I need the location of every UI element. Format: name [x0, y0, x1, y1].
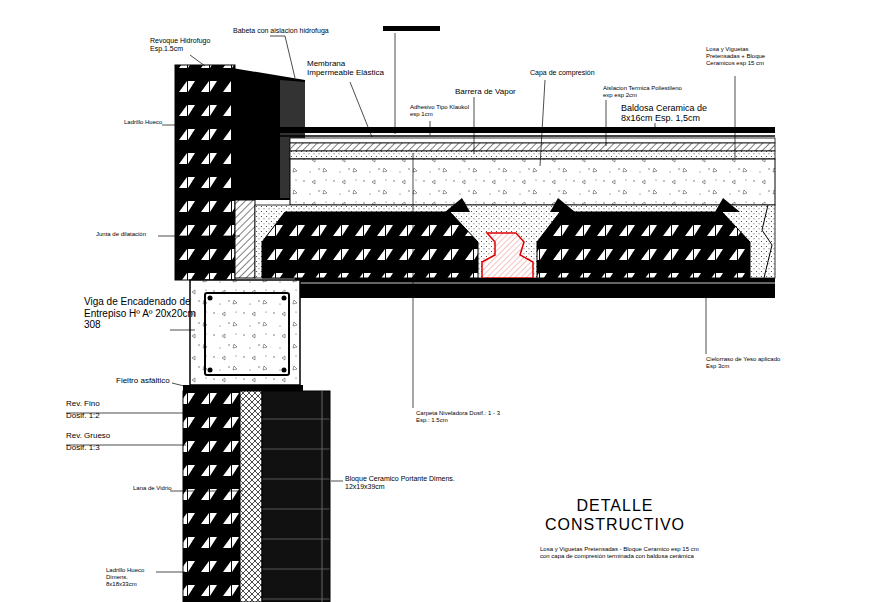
rebar: [208, 296, 213, 301]
leader-line: [655, 123, 656, 128]
callout-label: Aislacion Termica Poliestileno exp esp 2…: [603, 85, 683, 99]
callout-label: Barrera de Vapor: [455, 87, 535, 96]
callout-label: Revoque Hidrofugo Esp.1.5cm: [150, 37, 218, 53]
plaster-line: [300, 283, 775, 284]
leader-line: [158, 236, 240, 237]
callout-label: Adhesivo Tipo Klaukol esp 1cm: [410, 104, 472, 118]
leader-line: [395, 33, 396, 134]
callout-label: Lana de Vidrio: [133, 485, 178, 492]
leveling-screed: [290, 151, 775, 159]
leader-line: [270, 36, 295, 78]
leader-line: [735, 76, 736, 158]
bond-beam: [190, 280, 300, 385]
leader-line: [172, 383, 188, 387]
asphalt-felt: [183, 385, 303, 391]
block-wedge: [715, 198, 740, 212]
block-wedge: [550, 198, 575, 212]
block-edge: [322, 391, 323, 602]
hollow-brick-wall: [183, 391, 240, 602]
rebar-stirrup: [205, 293, 289, 375]
callout-label: Baldosa Ceramica de 8x16cm Esp. 1,5cm: [621, 103, 731, 124]
prestressed-joist: [482, 233, 533, 278]
compression-layer: [290, 159, 775, 205]
glass-wool: [240, 391, 262, 602]
callout-label: Viga de Encadenado de Entrepiso Hº Aº 20…: [84, 296, 196, 331]
load-bearing-block: [262, 391, 330, 602]
callout-label: Carpeta Niveladora Dosif.: 1 - 3 Esp.: 1…: [416, 410, 504, 424]
callout-label: Capa de compresión: [530, 69, 620, 77]
title-bar: [383, 26, 440, 31]
leader-line: [474, 97, 475, 154]
ceramic-tile-layer: [255, 127, 775, 133]
leader-line: [413, 153, 414, 408]
leader-lines: [66, 33, 735, 572]
rebar: [282, 296, 287, 301]
callout-label: Cielorraso de Yeso aplicado Esp 3cm: [706, 356, 782, 370]
leader-line: [156, 572, 185, 573]
leader-line: [190, 55, 205, 66]
expansion-joint: [235, 200, 255, 278]
membrane-layer: [290, 138, 775, 143]
break-line: [762, 205, 772, 278]
leader-line: [162, 125, 178, 126]
ceramic-block: [262, 212, 478, 278]
callout-label: Dosif. 1:3: [66, 443, 126, 452]
leader-line: [430, 121, 431, 135]
leader-line: [170, 491, 243, 492]
leader-line: [706, 298, 707, 354]
leader-line: [331, 481, 343, 482]
leader-line: [170, 330, 195, 331]
hollow-brick-wall: [175, 65, 235, 280]
callout-label: Membrana Impermeable Elástica: [307, 59, 389, 77]
callout-label: Dosif. 1:2: [66, 411, 126, 420]
callout-label: Ladrillo Hueco Dimens. 8x18x33cm: [106, 567, 158, 588]
leader-line: [540, 80, 545, 166]
adhesive-line: [255, 135, 775, 137]
callout-label: Rev. Fino: [66, 399, 126, 408]
rebar: [208, 368, 213, 373]
callout-label: Babeta con aislacion hidrofuga: [233, 27, 353, 35]
callout-label: Ladrillo Hueco: [124, 119, 174, 126]
drawing-title: DETALLE CONSTRUCTIVO: [535, 496, 695, 534]
callout-label: Fieltro asfáltico: [116, 376, 188, 385]
thermal-insulation: [290, 143, 775, 151]
leader-line: [350, 82, 372, 137]
callout-label: Rev. Grueso: [66, 431, 136, 440]
drawing-caption: Losa y Viguetas Pretensadas - Bloque Cer…: [540, 546, 705, 560]
leader-line: [606, 100, 607, 146]
callout-label: Bloque Ceramico Portante Dimens. 12x19x3…: [345, 475, 455, 491]
ceramic-block: [537, 212, 750, 278]
slab-fill: [255, 205, 775, 278]
callout-label: Losa y Viguetas Pretensadas + Bloque Cer…: [706, 46, 780, 67]
block-wedge: [445, 198, 470, 212]
callout-label: Junta de dilatación: [96, 231, 166, 238]
plaster-ceiling: [295, 278, 775, 298]
rebar: [282, 368, 287, 373]
